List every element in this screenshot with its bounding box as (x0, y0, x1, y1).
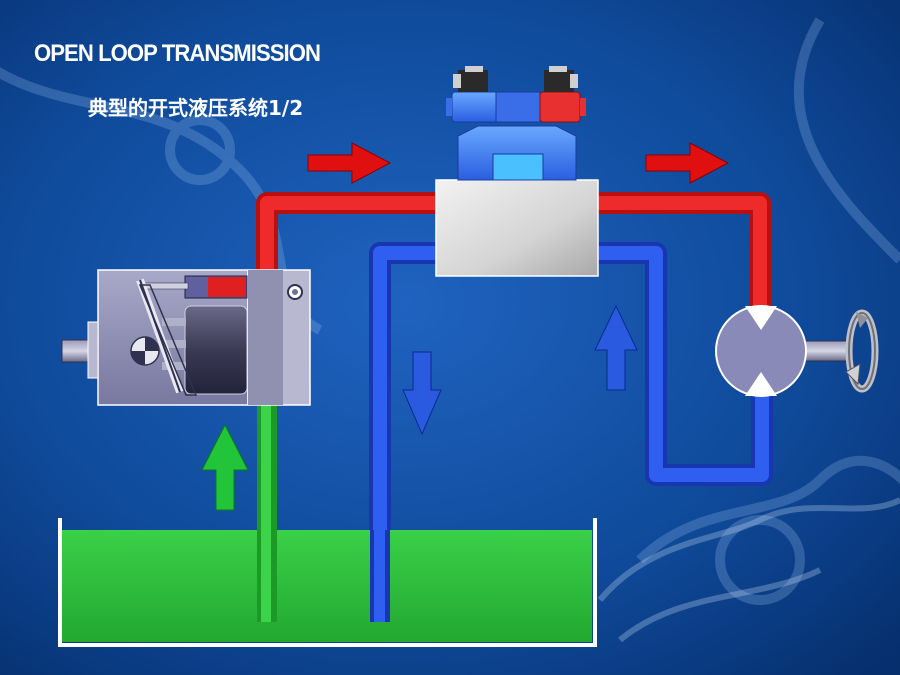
valve-manifold-block (435, 179, 599, 277)
valve-spool-window (492, 153, 544, 181)
motor-output-shaft (799, 340, 849, 362)
valve-solenoid-right-active (539, 91, 581, 123)
flow-arrow-return-down-icon (402, 351, 442, 436)
motor-inlet-triangle (745, 306, 777, 330)
valve-solenoid-left (451, 91, 499, 123)
reservoir-oil (62, 530, 592, 642)
valve-connector-right-icon (544, 66, 578, 92)
pump-cylinder-block (184, 305, 248, 395)
background-swirl-lower-right (597, 497, 900, 643)
hydraulic-motor (715, 305, 879, 397)
flow-arrow-pressure-out-icon (645, 142, 730, 184)
rotation-direction-icon (845, 309, 879, 393)
variable-displacement-pump (61, 269, 311, 406)
reservoir (58, 518, 597, 647)
slide-title: OPEN LOOP TRANSMISSION (34, 40, 321, 67)
slide-subtitle: 典型的开式液压系统1/2 (88, 96, 304, 120)
valve-body (457, 125, 577, 181)
reservoir-tank-outline (58, 518, 597, 647)
motor-outlet-triangle (745, 372, 777, 396)
flow-arrow-suction-up-icon (201, 423, 249, 511)
flow-arrow-return-up-icon (594, 304, 638, 391)
valve-connector-left-icon (453, 66, 488, 92)
pump-control-piston (208, 277, 246, 297)
valve-solenoid-center (495, 91, 541, 123)
directional-control-valve (435, 66, 599, 277)
flow-arrow-pressure-in-icon (307, 142, 392, 184)
